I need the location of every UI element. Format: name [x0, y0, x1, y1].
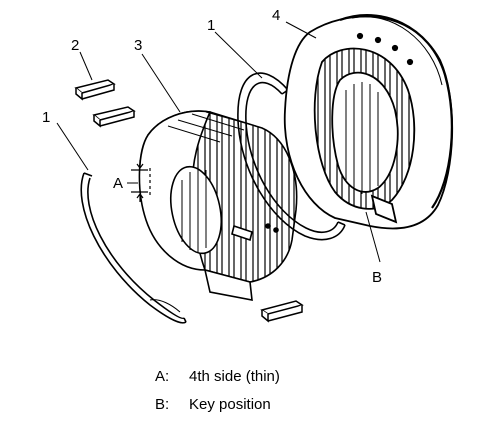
callout-1-right: 1 [207, 17, 215, 34]
callout-2: 2 [71, 37, 79, 54]
synchronizer-hub [138, 110, 298, 301]
snap-ring-left [80, 172, 187, 324]
key-upper [74, 79, 116, 101]
legend-row-b: B: Key position [155, 396, 271, 414]
callout-1-left: 1 [42, 109, 50, 126]
callout-3: 3 [134, 37, 142, 54]
legend-text-b: Key position [189, 396, 271, 413]
callout-b: B [372, 269, 382, 286]
sleeve [283, 14, 454, 230]
gap-marker-a [131, 160, 151, 202]
callout-a: A [113, 175, 123, 192]
legend-key-b: B: [155, 396, 170, 413]
legend-text-a: 4th side (thin) [189, 368, 280, 385]
key-lower [260, 300, 304, 323]
legend-key-a: A: [155, 368, 170, 385]
callout-4: 4 [272, 7, 280, 24]
key-middle [92, 106, 136, 128]
legend-row-a: A: 4th side (thin) [155, 368, 280, 386]
leader-lines [56, 21, 381, 263]
